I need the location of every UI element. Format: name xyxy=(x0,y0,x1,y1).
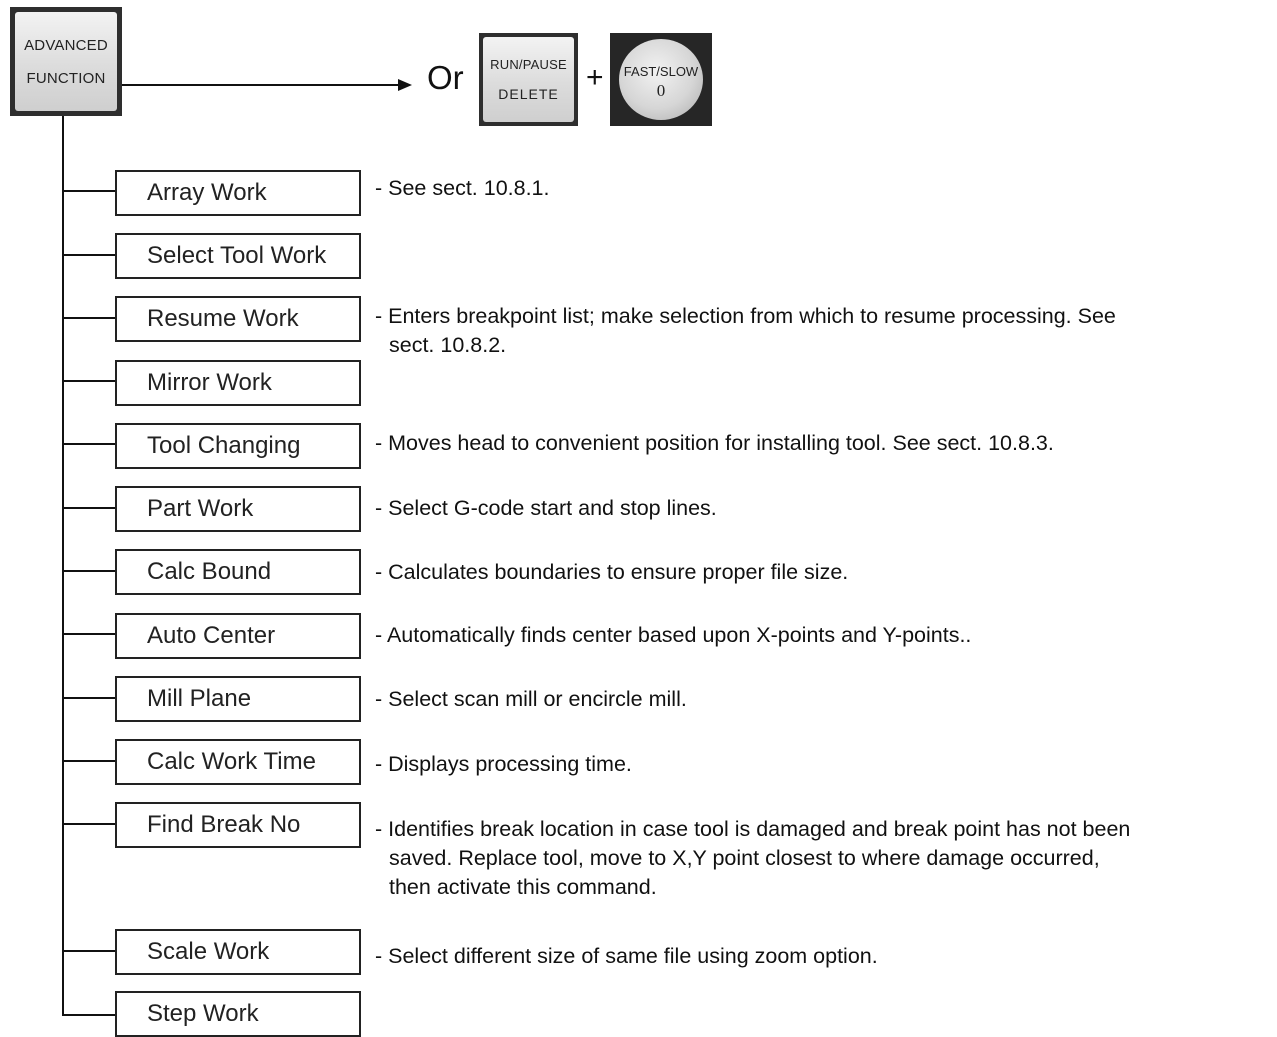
branch-line xyxy=(63,507,115,509)
branch-line xyxy=(63,570,115,572)
fast-slow-key[interactable]: FAST/SLOW 0 xyxy=(610,33,712,126)
branch-line xyxy=(63,760,115,762)
menu-item-calc-work-time[interactable]: Calc Work Time xyxy=(115,739,361,785)
menu-item-step-work[interactable]: Step Work xyxy=(115,991,361,1037)
connector-arrow-line xyxy=(122,84,400,86)
advanced-key-line2: FUNCTION xyxy=(26,69,106,87)
menu-desc-mill-plane: - Select scan mill or encircle mill. xyxy=(375,687,687,711)
fastslow-key-line2: 0 xyxy=(656,81,666,100)
menu-item-label: Mill Plane xyxy=(147,685,252,712)
advanced-key-line1: ADVANCED xyxy=(24,36,108,54)
menu-item-label: Mirror Work xyxy=(147,369,272,396)
fastslow-key-line1: FAST/SLOW xyxy=(623,64,699,79)
menu-desc-part-work: - Select G-code start and stop lines. xyxy=(375,496,717,520)
menu-item-auto-center[interactable]: Auto Center xyxy=(115,613,361,659)
menu-item-label: Find Break No xyxy=(147,811,301,838)
branch-line xyxy=(63,950,115,952)
run-pause-delete-key[interactable]: RUN/PAUSE DELETE xyxy=(479,33,578,126)
menu-item-select-tool-work[interactable]: Select Tool Work xyxy=(115,233,361,279)
branch-line xyxy=(63,254,115,256)
menu-item-resume-work[interactable]: Resume Work xyxy=(115,296,361,342)
advanced-function-key[interactable]: ADVANCED FUNCTION xyxy=(10,7,122,116)
menu-item-calc-bound[interactable]: Calc Bound xyxy=(115,549,361,595)
tree-bottom-tail xyxy=(62,1014,115,1016)
plus-label: + xyxy=(586,61,604,94)
menu-item-label: Tool Changing xyxy=(147,432,301,459)
menu-item-part-work[interactable]: Part Work xyxy=(115,486,361,532)
menu-desc-calc-work-time: - Displays processing time. xyxy=(375,752,632,776)
runpause-key-line1: RUN/PAUSE xyxy=(490,57,567,72)
menu-item-label: Step Work xyxy=(147,1000,259,1027)
advanced-function-key-face: ADVANCED FUNCTION xyxy=(15,12,117,111)
menu-item-label: Calc Work Time xyxy=(147,748,316,775)
branch-line xyxy=(63,697,115,699)
arrow-head-icon xyxy=(398,79,412,91)
menu-desc-scale-work: - Select different size of same file usi… xyxy=(375,944,878,968)
menu-item-label: Auto Center xyxy=(147,622,276,649)
fast-slow-key-face: FAST/SLOW 0 xyxy=(619,39,703,120)
menu-item-label: Part Work xyxy=(147,495,254,522)
menu-desc-array-work: - See sect. 10.8.1. xyxy=(375,176,550,200)
menu-item-label: Scale Work xyxy=(147,938,270,965)
menu-item-array-work[interactable]: Array Work xyxy=(115,170,361,216)
menu-item-label: Array Work xyxy=(147,179,267,206)
menu-item-find-break-no[interactable]: Find Break No xyxy=(115,802,361,848)
menu-desc-calc-bound: - Calculates boundaries to ensure proper… xyxy=(375,560,849,584)
branch-line xyxy=(63,633,115,635)
branch-line xyxy=(63,190,115,192)
menu-item-mill-plane[interactable]: Mill Plane xyxy=(115,676,361,722)
branch-line xyxy=(63,380,115,382)
menu-item-label: Select Tool Work xyxy=(147,242,327,269)
branch-line xyxy=(63,317,115,319)
menu-item-label: Calc Bound xyxy=(147,558,272,585)
branch-line xyxy=(63,443,115,445)
menu-desc-tool-changing: - Moves head to convenient position for … xyxy=(375,431,1054,455)
menu-item-scale-work[interactable]: Scale Work xyxy=(115,929,361,975)
branch-line xyxy=(63,823,115,825)
menu-item-mirror-work[interactable]: Mirror Work xyxy=(115,360,361,406)
menu-desc-find-break-no: - Identifies break location in case tool… xyxy=(375,817,1131,899)
run-pause-delete-key-face: RUN/PAUSE DELETE xyxy=(483,37,574,122)
or-label: Or xyxy=(427,59,464,96)
menu-desc-resume-work: - Enters breakpoint list; make selection… xyxy=(375,304,1116,357)
menu-item-label: Resume Work xyxy=(147,305,299,332)
runpause-key-line2: DELETE xyxy=(498,86,559,102)
tree-trunk-line xyxy=(62,116,64,1016)
menu-desc-auto-center: - Automatically finds center based upon … xyxy=(375,623,972,647)
menu-item-tool-changing[interactable]: Tool Changing xyxy=(115,423,361,469)
